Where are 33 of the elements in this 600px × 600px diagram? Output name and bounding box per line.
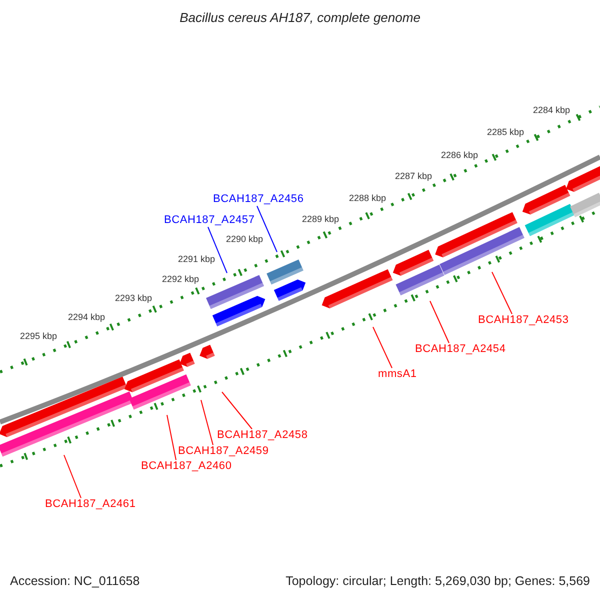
tick-label: 2289 kbp	[302, 214, 340, 224]
leader-line	[256, 206, 278, 252]
gene-label: BCAH187_A2458	[217, 429, 308, 442]
gene-label: BCAH187_A2453	[478, 314, 569, 327]
tick-label: 2291 kbp	[178, 254, 216, 264]
accession-text: Accession: NC_011658	[10, 574, 140, 588]
gene-label: BCAH187_A2459	[178, 445, 269, 458]
leader-line	[372, 326, 392, 368]
leader-line	[430, 300, 450, 344]
tick-label: 2285 kbp	[487, 127, 524, 137]
tick-label: 2288 kbp	[349, 193, 386, 203]
tick-label: 2295 kbp	[20, 331, 58, 341]
gene-label: BCAH187_A2460	[141, 460, 232, 473]
tick-label: 2294 kbp	[68, 312, 106, 322]
gene-label: mmsA1	[378, 368, 417, 381]
leader-line	[208, 226, 228, 274]
gene-label: BCAH187_A2457	[164, 214, 255, 227]
leader-line	[492, 272, 512, 314]
genome-info-text: Topology: circular; Length: 5,269,030 bp; Genes: 5,569	[286, 574, 590, 588]
tick-label: 2286 kbp	[441, 150, 478, 160]
leader-line	[200, 400, 214, 446]
leader-line	[222, 392, 252, 430]
tick-label: 2287 kbp	[395, 171, 432, 181]
tick-label: 2293 kbp	[115, 293, 152, 303]
gene-label: BCAH187_A2461	[45, 498, 136, 511]
tick-label: 2284 kbp	[533, 105, 570, 115]
leader-line	[166, 414, 176, 460]
leader-line	[64, 454, 82, 498]
tick-label: 2290 kbp	[226, 234, 264, 244]
tick-label: 2292 kbp	[162, 274, 200, 284]
title: Bacillus cereus AH187, complete genome	[178, 10, 422, 25]
gene-label: BCAH187_A2454	[415, 343, 506, 356]
gene-label: BCAH187_A2456	[213, 193, 304, 206]
